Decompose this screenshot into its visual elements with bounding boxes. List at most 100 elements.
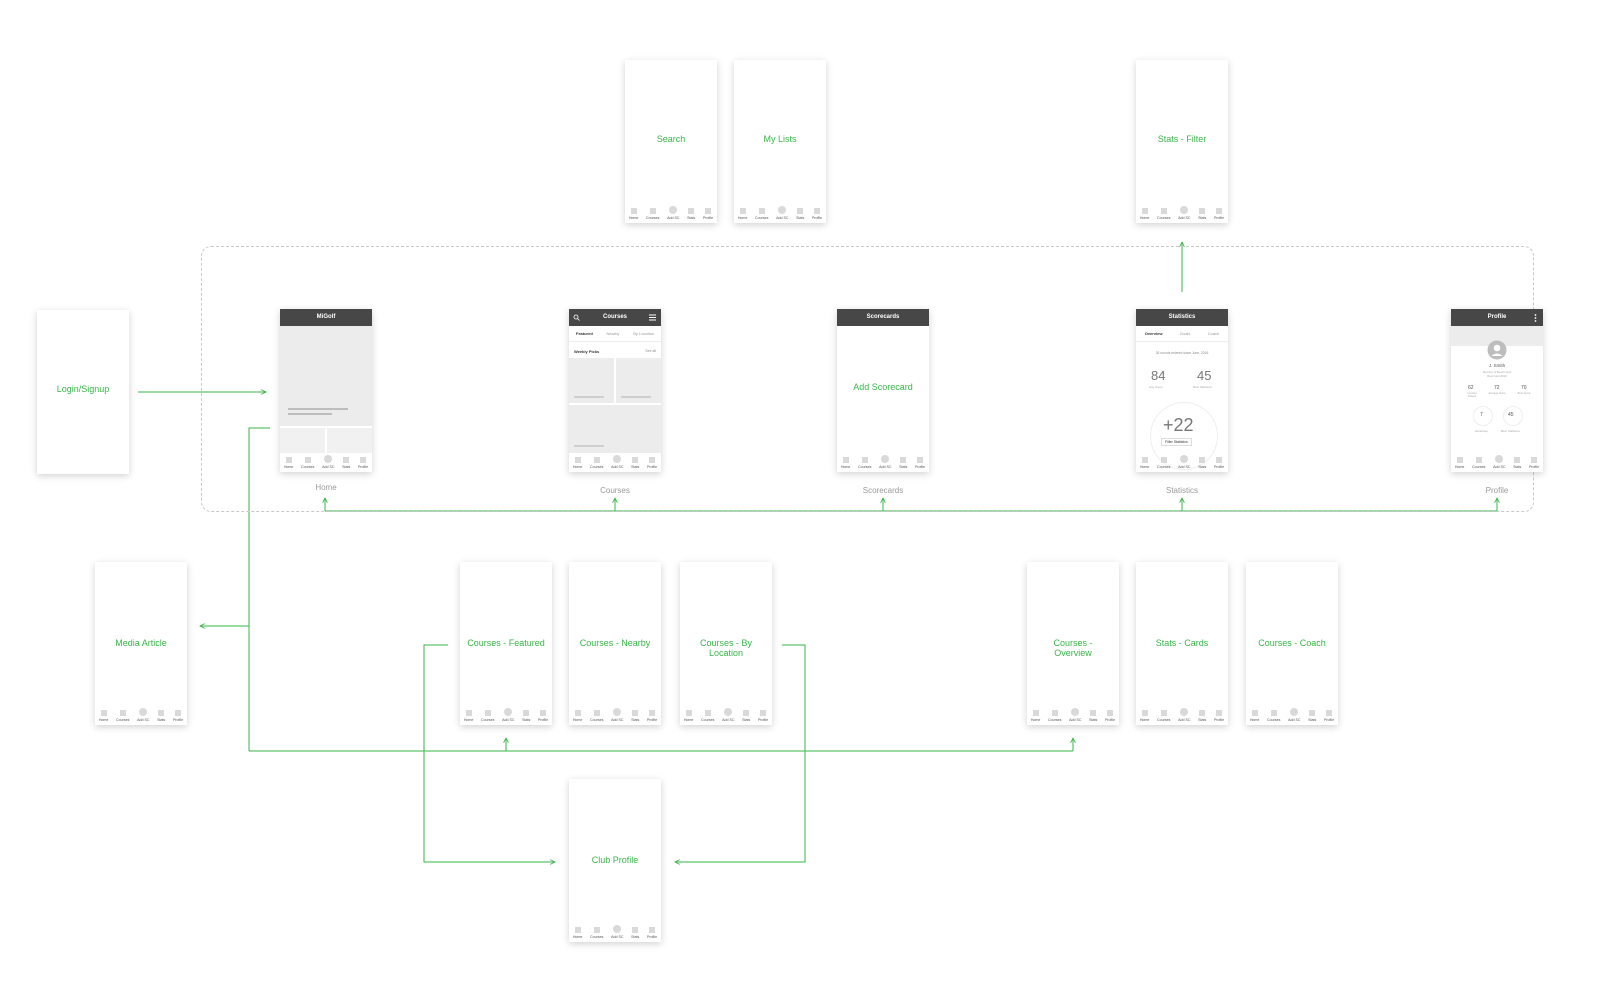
nav-item[interactable]: Courses bbox=[116, 710, 129, 722]
nav-item[interactable]: Add SC bbox=[1178, 708, 1190, 722]
add-scorecard-label[interactable]: Add Scorecard bbox=[853, 382, 913, 392]
nav-item[interactable]: Home bbox=[1455, 457, 1464, 469]
nav-item[interactable]: Home bbox=[573, 927, 582, 939]
nav-item[interactable]: Profile bbox=[173, 710, 183, 722]
nav-item[interactable]: Home bbox=[464, 710, 473, 722]
nav-item[interactable]: Profile bbox=[1529, 457, 1539, 469]
nav-item[interactable]: Stats bbox=[1513, 457, 1521, 469]
nav-item[interactable]: Profile bbox=[647, 457, 657, 469]
nav-item[interactable]: Home bbox=[1031, 710, 1040, 722]
login-signup-screen[interactable]: Login/Signup bbox=[37, 310, 129, 474]
filter-statistics-button[interactable]: Filter Statistics bbox=[1161, 438, 1192, 446]
nav-item[interactable]: Add SC bbox=[137, 708, 149, 722]
nav-item[interactable]: Courses bbox=[590, 927, 603, 939]
nav-item[interactable]: Stats bbox=[796, 208, 804, 220]
nav-item[interactable]: Courses bbox=[590, 710, 603, 722]
more-vertical-icon[interactable] bbox=[1534, 314, 1537, 322]
nav-item[interactable]: Profile bbox=[647, 710, 657, 722]
tab-nearby[interactable]: Nearby bbox=[606, 331, 620, 336]
nav-item[interactable]: Stats bbox=[899, 457, 907, 469]
nav-item[interactable]: Courses bbox=[1267, 710, 1280, 722]
nav-item[interactable]: Add SC bbox=[667, 206, 679, 220]
nav-item[interactable]: Home bbox=[738, 208, 747, 220]
nav-item[interactable]: Add SC bbox=[502, 708, 514, 722]
nav-item[interactable]: Courses bbox=[701, 710, 714, 722]
nav-item[interactable]: Stats bbox=[742, 710, 750, 722]
nav-item[interactable]: Courses bbox=[481, 710, 494, 722]
tab-by-location[interactable]: By Location bbox=[633, 331, 655, 336]
nav-item[interactable]: Profile bbox=[1324, 710, 1334, 722]
nav-item[interactable]: Add SC bbox=[1288, 708, 1300, 722]
nav-item[interactable]: Home bbox=[1140, 710, 1149, 722]
nav-item[interactable]: Add SC bbox=[1178, 455, 1190, 469]
nav-item[interactable]: Profile bbox=[1214, 208, 1224, 220]
nav-item[interactable]: Stats bbox=[1198, 457, 1206, 469]
nav-item[interactable]: Profile bbox=[812, 208, 822, 220]
nav-item[interactable]: Profile bbox=[703, 208, 713, 220]
nav-item[interactable]: Courses bbox=[646, 208, 659, 220]
nav-item[interactable]: Add SC bbox=[1069, 708, 1081, 722]
nav-item[interactable]: Add SC bbox=[879, 455, 891, 469]
nav-item[interactable]: Stats bbox=[1089, 710, 1097, 722]
nav-item[interactable]: Home bbox=[841, 457, 850, 469]
nav-item[interactable]: Stats bbox=[631, 710, 639, 722]
nav-item[interactable]: Home bbox=[629, 208, 638, 220]
nav-item[interactable]: Stats bbox=[1198, 208, 1206, 220]
tab-featured[interactable]: Featured bbox=[575, 331, 593, 336]
nav-item[interactable]: Home bbox=[284, 457, 293, 469]
nav-item[interactable]: Add SC bbox=[776, 206, 788, 220]
nav-item[interactable]: Profile bbox=[358, 457, 368, 469]
nav-item[interactable]: Add SC bbox=[322, 455, 334, 469]
nav-item[interactable]: Add SC bbox=[1178, 206, 1190, 220]
nav-item[interactable]: Stats bbox=[631, 457, 639, 469]
nav-item[interactable]: Stats bbox=[522, 710, 530, 722]
nav-item[interactable]: Courses bbox=[1157, 457, 1170, 469]
nav-item[interactable]: Courses bbox=[755, 208, 768, 220]
nav-item[interactable]: Courses bbox=[858, 457, 871, 469]
nav-item[interactable]: Stats bbox=[1308, 710, 1316, 722]
nav-item[interactable]: Stats bbox=[157, 710, 165, 722]
nav-item[interactable]: Add SC bbox=[722, 708, 734, 722]
nav-item[interactable]: Stats bbox=[1198, 710, 1206, 722]
nav-item[interactable]: Add SC bbox=[611, 455, 623, 469]
search-icon[interactable] bbox=[573, 314, 580, 321]
tab-overview[interactable]: Overview bbox=[1144, 331, 1163, 336]
list-icon[interactable] bbox=[649, 314, 656, 321]
nav-item[interactable]: Home bbox=[1250, 710, 1259, 722]
nav-item[interactable]: Home bbox=[684, 710, 693, 722]
nav-item[interactable]: Home bbox=[573, 457, 582, 469]
nav-item[interactable]: Profile bbox=[1214, 710, 1224, 722]
nav-item[interactable]: Courses bbox=[590, 457, 603, 469]
tab-coach[interactable]: Coach bbox=[1207, 331, 1220, 336]
nav-item[interactable]: Profile bbox=[1105, 710, 1115, 722]
nav-item[interactable]: Stats bbox=[631, 927, 639, 939]
statistics-screen[interactable]: Statistics Overview Goals Coach 30 round… bbox=[1136, 309, 1228, 472]
see-all-link[interactable]: See all bbox=[645, 349, 656, 353]
nav-item[interactable]: Courses bbox=[1472, 457, 1485, 469]
nav-item[interactable]: Courses bbox=[301, 457, 314, 469]
nav-item[interactable]: Add SC bbox=[1493, 455, 1505, 469]
nav-item[interactable]: Profile bbox=[647, 927, 657, 939]
profile-screen[interactable]: Profile J. Smith Member of Beach Club Be… bbox=[1451, 309, 1543, 472]
nav-item[interactable]: Home bbox=[1140, 457, 1149, 469]
nav-item[interactable]: Home bbox=[573, 710, 582, 722]
nav-item[interactable]: Profile bbox=[538, 710, 548, 722]
nav-item[interactable]: Courses bbox=[1157, 208, 1170, 220]
nav-item[interactable]: Stats bbox=[342, 457, 350, 469]
nav-item[interactable]: Add SC bbox=[611, 708, 623, 722]
nav-item[interactable]: Stats bbox=[687, 208, 695, 220]
nav-item[interactable]: Courses bbox=[1157, 710, 1170, 722]
